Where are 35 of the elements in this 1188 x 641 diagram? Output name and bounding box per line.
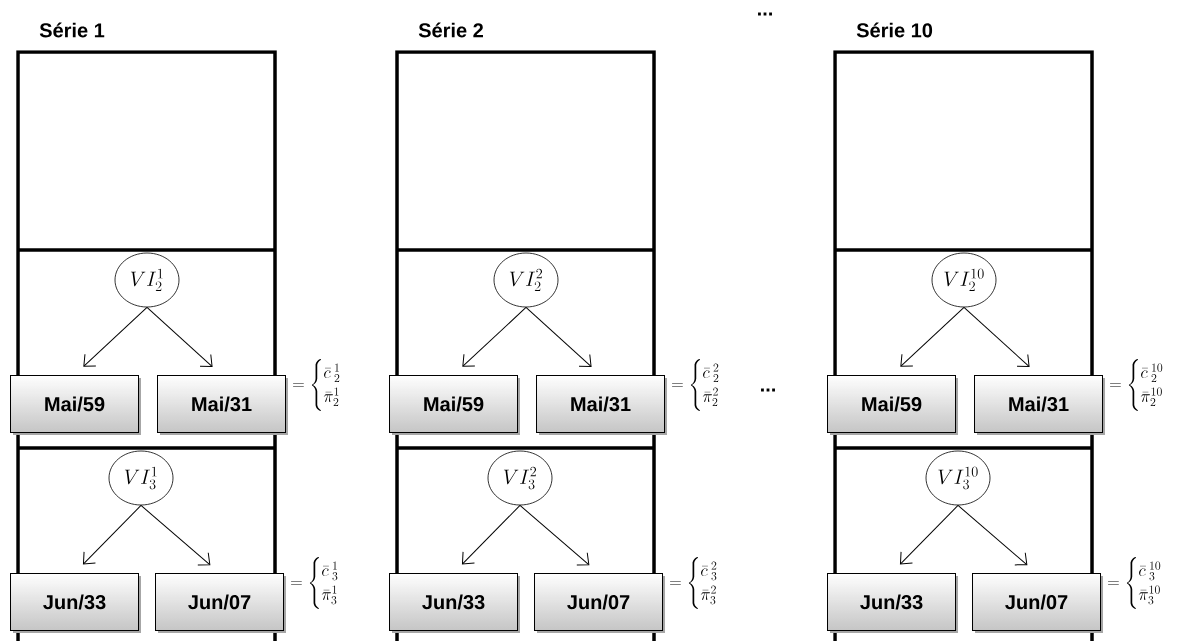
formula: $=\begin{cases}\bar{c}^{\;2}_{\;3}\\ \bar{\pi}^{2}_{3}\end{cases}$	[670, 557, 717, 609]
arrow	[525, 306, 592, 367]
date-box: Jun/07	[534, 573, 665, 633]
ellipsis: ...	[758, 12, 772, 16]
arrow	[462, 306, 527, 367]
date-box: Jun/07	[972, 573, 1103, 633]
date-box: Mai/31	[536, 375, 667, 435]
arrow	[82, 504, 142, 565]
series-heading: Série 2	[418, 22, 483, 38]
date-box: Mai/59	[827, 375, 958, 435]
arrow	[519, 504, 590, 566]
date-box: Mai/59	[389, 375, 520, 435]
date-box: Mai/59	[10, 375, 141, 435]
date-box: Jun/33	[10, 573, 141, 633]
formula: $=\begin{cases}\bar{c}^{\;1}_{\;2}\\ \bar{\pi}^{1}_{2}\end{cases}$	[293, 359, 340, 411]
ellipsis: ...	[761, 388, 775, 392]
formula: $=\begin{cases}\bar{c}^{\;1}_{\;3}\\ \bar{\pi}^{1}_{3}\end{cases}$	[291, 557, 338, 609]
date-box: Jun/33	[827, 573, 958, 633]
formula: $=\begin{cases}\bar{c}^{\;10}_{\;3}\\ \bar{\pi}^{10}_{3}\end{cases}$	[1108, 557, 1161, 609]
arrow	[140, 504, 211, 566]
series-heading: Série 1	[39, 22, 105, 38]
date-box: Jun/07	[155, 573, 286, 633]
arrow	[461, 504, 521, 565]
arrow	[957, 504, 1028, 566]
date-box: Jun/33	[389, 573, 520, 633]
formula: $=\begin{cases}\bar{c}^{\;10}_{\;2}\\ \bar{\pi}^{10}_{2}\end{cases}$	[1110, 359, 1163, 411]
arrow	[900, 306, 965, 367]
date-box: Mai/31	[974, 375, 1105, 435]
arrow	[83, 306, 148, 367]
formula: $=\begin{cases}\bar{c}^{\;2}_{\;2}\\ \bar{\pi}^{2}_{2}\end{cases}$	[672, 359, 719, 411]
series-heading: Série 10	[856, 22, 933, 38]
arrow	[963, 306, 1030, 367]
arrow	[899, 504, 959, 565]
arrow	[146, 306, 213, 367]
date-box: Mai/31	[157, 375, 288, 435]
